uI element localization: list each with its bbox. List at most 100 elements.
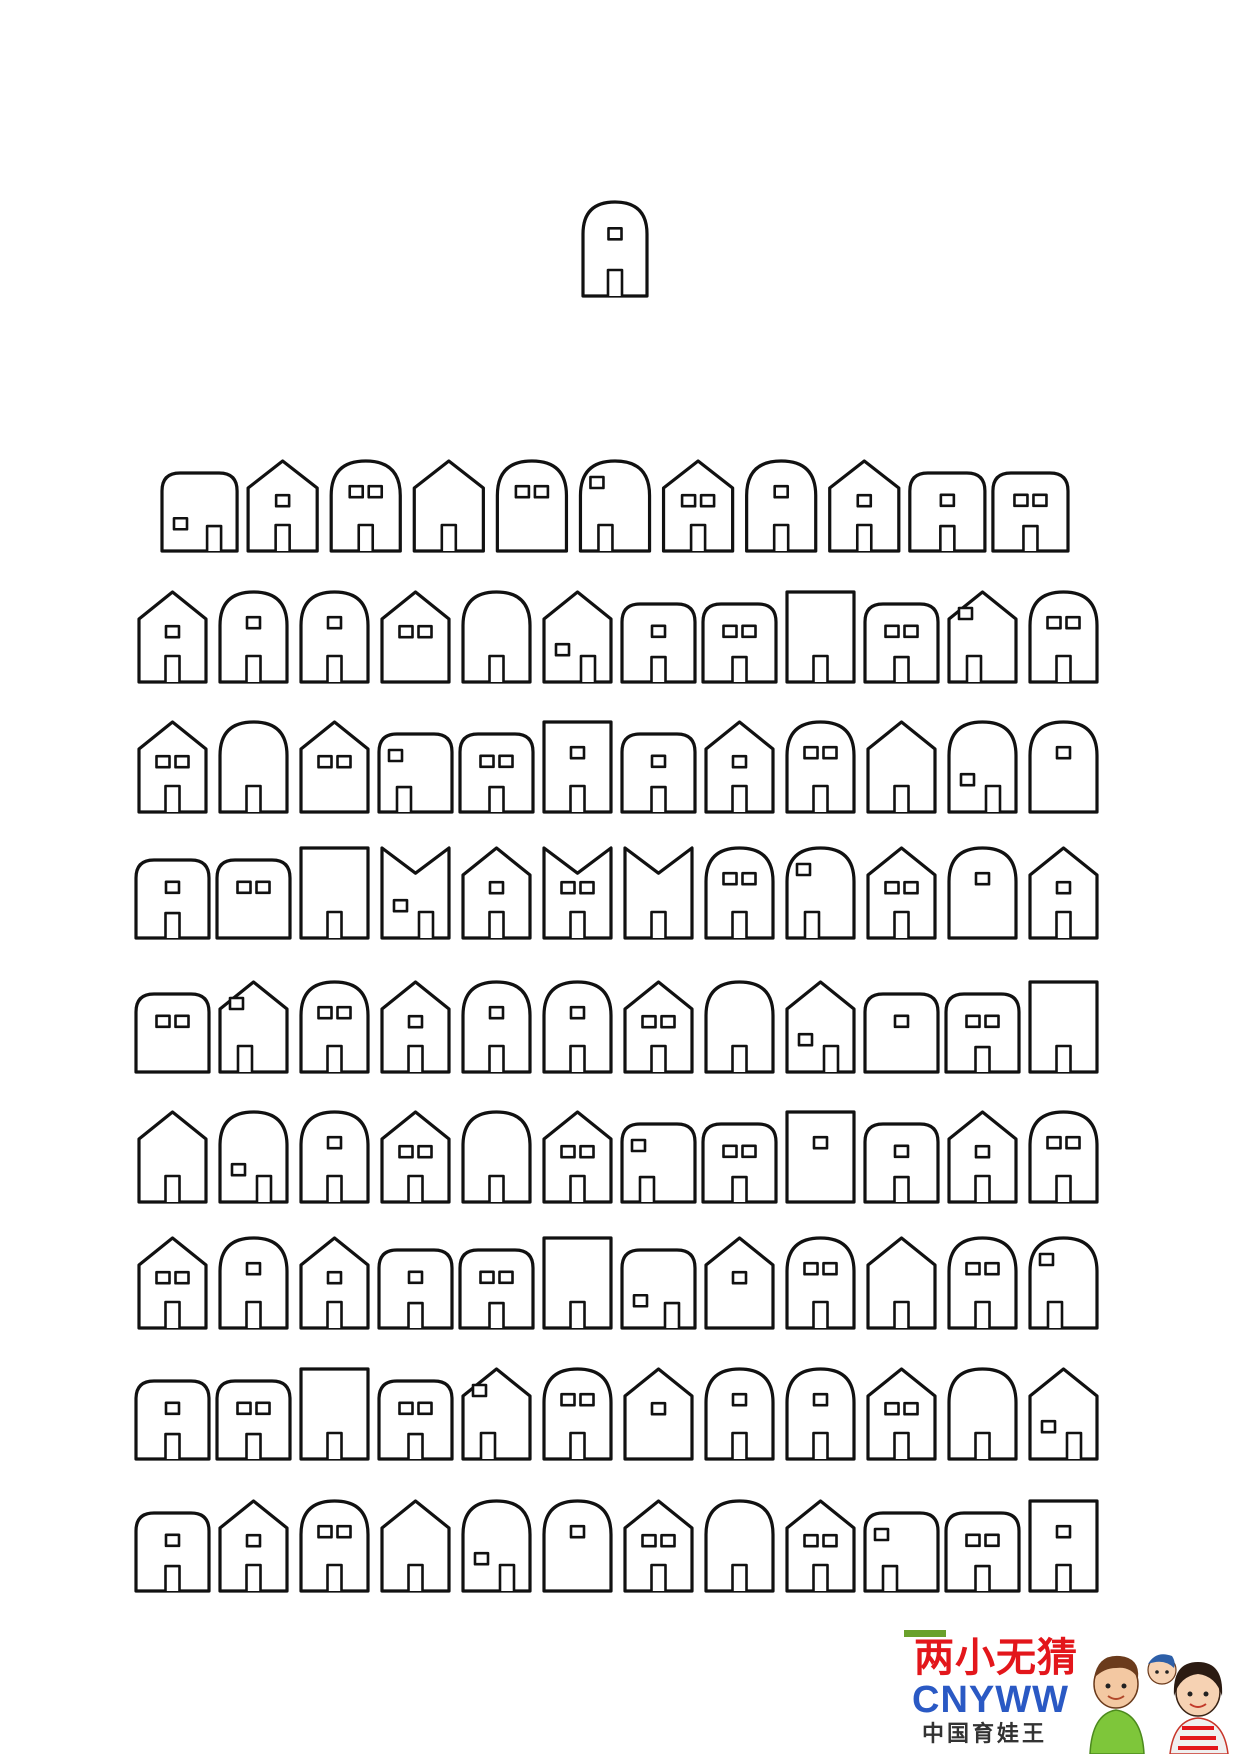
house-icon — [704, 1499, 775, 1593]
house-icon — [215, 858, 292, 940]
house-icon — [785, 1236, 856, 1330]
house-icon — [866, 846, 937, 940]
house-icon — [866, 1236, 937, 1330]
house-icon — [944, 1511, 1021, 1593]
watermark-logo: 两小无猜 CNYWW 中国育娃王 — [898, 1630, 1240, 1754]
house-icon — [377, 732, 454, 814]
house-icon — [947, 590, 1018, 684]
house-icon — [1028, 590, 1099, 684]
house-icon — [461, 980, 532, 1074]
house-icon — [495, 459, 569, 553]
house-icon — [461, 846, 532, 940]
house-icon — [299, 590, 370, 684]
house-icon — [1028, 980, 1099, 1074]
house-icon — [866, 1367, 937, 1461]
house-icon — [246, 459, 319, 553]
house-icon — [458, 732, 535, 814]
house-icon — [661, 459, 735, 553]
house-icon — [623, 980, 694, 1074]
house-icon — [329, 459, 402, 553]
house-icon — [542, 846, 613, 940]
house-icon — [991, 471, 1070, 553]
house-icon — [1028, 720, 1099, 814]
house-icon — [1028, 1499, 1099, 1593]
house-icon — [137, 1110, 208, 1204]
house-icon — [581, 200, 649, 298]
logo-green-bar — [904, 1630, 946, 1637]
house-icon — [785, 1367, 856, 1461]
house-icon — [704, 980, 775, 1074]
logo-brand-cn: 两小无猜 — [914, 1635, 1078, 1681]
house-icon — [947, 1367, 1018, 1461]
house-icon — [299, 1236, 370, 1330]
house-icon — [542, 720, 613, 814]
house-icon — [412, 459, 485, 553]
house-icon — [134, 1379, 211, 1461]
house-icon — [299, 1110, 370, 1204]
house-icon — [137, 1236, 208, 1330]
house-icon — [542, 1499, 613, 1593]
house-icon — [542, 980, 613, 1074]
house-icon — [218, 590, 289, 684]
house-icon — [380, 1110, 451, 1204]
house-icon — [461, 1499, 532, 1593]
house-icon — [947, 846, 1018, 940]
house-icon — [785, 980, 856, 1074]
house-icon — [461, 1367, 532, 1461]
house-icon — [377, 1248, 454, 1330]
house-icon — [1028, 1236, 1099, 1330]
house-icon — [863, 1122, 940, 1204]
cartoon-family-icon — [1089, 1654, 1229, 1754]
house-icon — [620, 602, 697, 684]
house-icon — [704, 846, 775, 940]
house-icon — [299, 1499, 370, 1593]
house-icon — [866, 720, 937, 814]
house-icon — [218, 1110, 289, 1204]
house-icon — [299, 720, 370, 814]
house-icon — [1028, 1110, 1099, 1204]
logo-subtitle-cn: 中国育娃王 — [922, 1722, 1048, 1747]
house-icon — [380, 980, 451, 1074]
house-icon — [947, 1110, 1018, 1204]
house-icon — [578, 459, 652, 553]
house-icon — [863, 992, 940, 1074]
house-icon — [380, 1499, 451, 1593]
house-icon — [620, 732, 697, 814]
house-icon — [380, 590, 451, 684]
house-icon — [218, 980, 289, 1074]
house-icon — [947, 720, 1018, 814]
house-icon — [704, 720, 775, 814]
house-icon — [137, 590, 208, 684]
house-icon — [218, 1236, 289, 1330]
house-icon — [620, 1248, 697, 1330]
house-icon — [701, 602, 778, 684]
logo-brand-en: CNYWW — [912, 1679, 1069, 1721]
house-icon — [458, 1248, 535, 1330]
house-icon — [461, 1110, 532, 1204]
house-icon — [542, 1110, 613, 1204]
house-icon — [623, 1499, 694, 1593]
house-icon — [944, 992, 1021, 1074]
house-icon — [785, 1110, 856, 1204]
house-icon — [299, 1367, 370, 1461]
house-icon — [1028, 1367, 1099, 1461]
house-icon — [908, 471, 987, 553]
house-icon — [785, 590, 856, 684]
house-icon — [160, 471, 239, 553]
house-icon — [785, 846, 856, 940]
house-icon — [380, 846, 451, 940]
house-icon — [215, 1379, 292, 1461]
house-icon — [461, 590, 532, 684]
house-icon — [137, 720, 208, 814]
house-icon — [947, 1236, 1018, 1330]
house-icon — [299, 980, 370, 1074]
house-icon — [828, 459, 901, 553]
house-icon — [542, 1236, 613, 1330]
house-icon — [701, 1122, 778, 1204]
house-icon — [863, 602, 940, 684]
house-icon — [542, 1367, 613, 1461]
house-icon — [218, 1499, 289, 1593]
house-icon — [134, 1511, 211, 1593]
house-icon — [785, 720, 856, 814]
